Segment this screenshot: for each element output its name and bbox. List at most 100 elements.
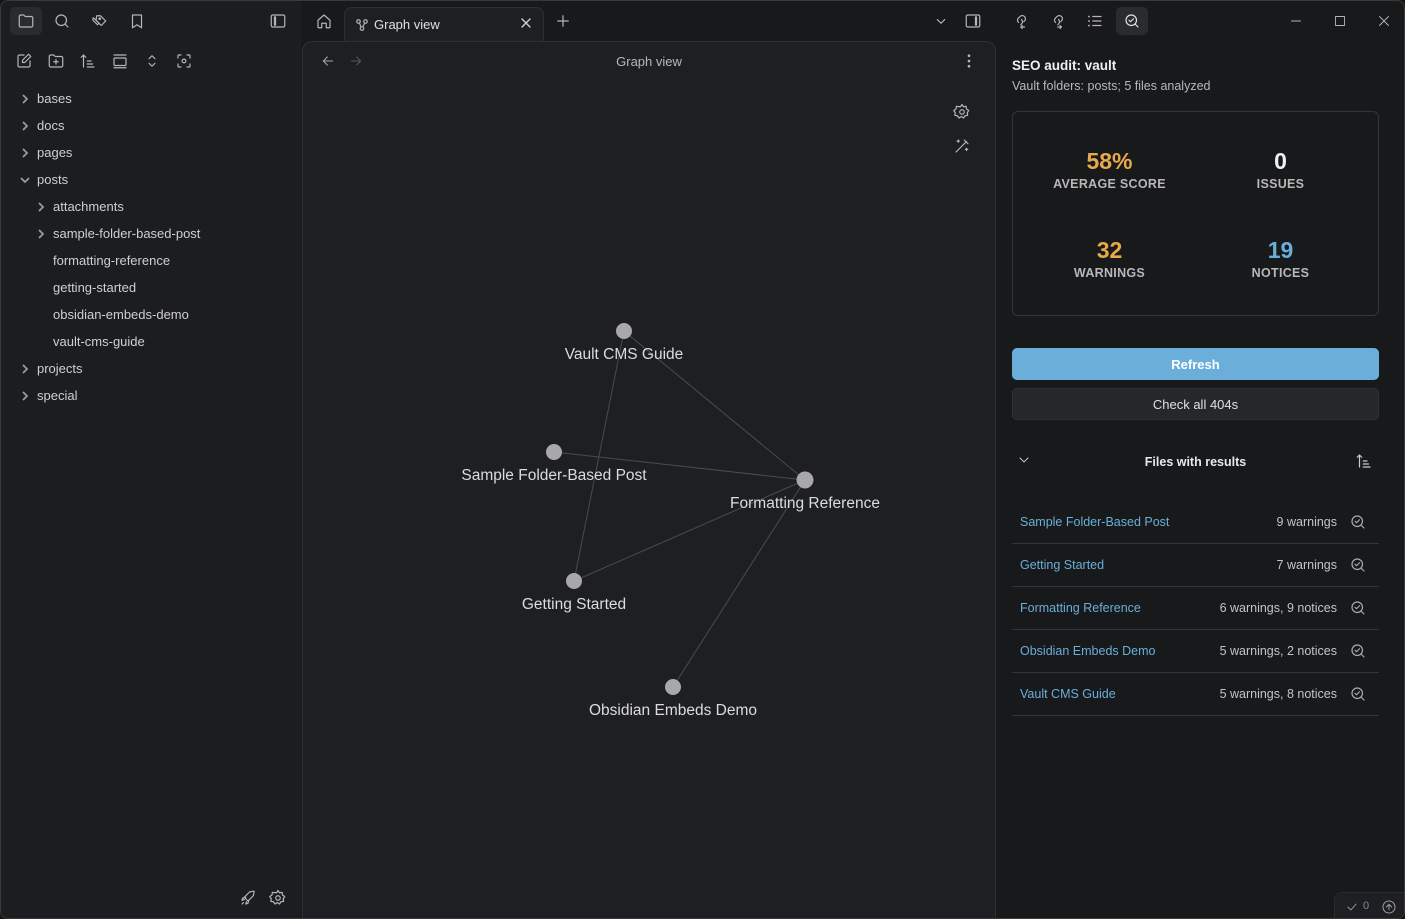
file-result-row: Formatting Reference 6 warnings, 9 notic… (1012, 587, 1379, 630)
chevron-right-icon (19, 147, 31, 159)
close-window-icon[interactable] (1368, 7, 1400, 35)
graph-node[interactable]: Sample Folder-Based Post (461, 444, 647, 484)
stat-value: 0 (1274, 148, 1287, 174)
view-title: Graph view (616, 54, 682, 69)
chevron-right-icon (19, 363, 31, 375)
tab-title: Graph view (374, 17, 440, 32)
stats-card: 58% AVERAGE SCORE 0 ISSUES 32 WARNINGS 1… (1012, 111, 1379, 316)
new-folder-icon[interactable] (40, 47, 72, 75)
inspect-file-icon[interactable] (1349, 556, 1367, 574)
upload-circle-icon[interactable] (1381, 899, 1397, 915)
folder-icon[interactable] (10, 7, 42, 35)
outline-icon[interactable] (1079, 7, 1111, 35)
file-link[interactable]: Obsidian Embeds Demo (1020, 644, 1156, 658)
tree-item-label: pages (37, 145, 73, 160)
tree-file-formatting-reference[interactable]: formatting-reference (1, 247, 301, 274)
chevron-down-icon[interactable] (1016, 452, 1032, 468)
file-link[interactable]: Sample Folder-Based Post (1020, 515, 1170, 529)
tree-folder-attachments[interactable]: attachments (1, 193, 301, 220)
backlinks-icon[interactable] (1004, 7, 1036, 35)
tree-folder-posts[interactable]: posts (1, 166, 301, 193)
tree-file-vault-cms-guide[interactable]: vault-cms-guide (1, 328, 301, 355)
sort-icon[interactable] (72, 47, 104, 75)
graph-node-label: Vault CMS Guide (565, 346, 684, 363)
file-summary: 5 warnings, 8 notices (1219, 687, 1337, 701)
maximize-icon[interactable] (1324, 7, 1356, 35)
close-tab-icon[interactable] (519, 16, 535, 32)
rocket-icon[interactable] (232, 884, 264, 912)
tree-folder-special[interactable]: special (1, 382, 301, 409)
files-header-title: Files with results (1144, 455, 1247, 469)
tree-folder-projects[interactable]: projects (1, 355, 301, 382)
collapse-all-icon[interactable] (104, 47, 136, 75)
outgoing-links-icon[interactable] (1041, 7, 1073, 35)
tree-item-label: docs (37, 118, 65, 133)
bookmark-icon[interactable] (121, 7, 153, 35)
graph-settings-gear-icon[interactable] (946, 98, 978, 126)
tags-icon[interactable] (83, 7, 115, 35)
file-result-row: Sample Folder-Based Post 9 warnings (1012, 501, 1379, 544)
new-note-icon[interactable] (8, 47, 40, 75)
check-all-404s-button[interactable]: Check all 404s (1012, 388, 1379, 420)
inspect-file-icon[interactable] (1349, 642, 1367, 660)
graph-edge (573, 479, 806, 582)
sidebar-left-toggle-icon[interactable] (262, 7, 294, 35)
tree-folder-docs[interactable]: docs (1, 112, 301, 139)
chevron-down-icon (19, 174, 31, 186)
files-with-results-header: Files with results (1012, 444, 1379, 480)
tree-item-label: sample-folder-based-post (53, 226, 201, 241)
graph-edge (573, 330, 625, 582)
expand-icon[interactable] (136, 47, 168, 75)
tree-folder-sample-folder-based-post[interactable]: sample-folder-based-post (1, 220, 301, 247)
tree-file-getting-started[interactable]: getting-started (1, 274, 301, 301)
tree-item-label: attachments (53, 199, 124, 214)
tree-item-label: obsidian-embeds-demo (53, 307, 189, 322)
file-summary: 7 warnings (1276, 558, 1337, 572)
tree-file-obsidian-embeds-demo[interactable]: obsidian-embeds-demo (1, 301, 301, 328)
stat-value: 58% (1086, 148, 1133, 174)
back-arrow-icon[interactable] (312, 47, 344, 75)
inspect-file-icon[interactable] (1349, 599, 1367, 617)
graph-edge (553, 451, 806, 481)
file-link[interactable]: Getting Started (1020, 558, 1105, 572)
left-sidebar-footer (1, 880, 301, 918)
inspect-file-icon[interactable] (1349, 513, 1367, 531)
forward-arrow-icon[interactable] (340, 47, 372, 75)
search-icon[interactable] (46, 7, 78, 35)
inspect-file-icon[interactable] (1349, 685, 1367, 703)
sort-icon[interactable] (1355, 452, 1373, 470)
home-icon[interactable] (308, 7, 340, 35)
stat-label: AVERAGE SCORE (1053, 177, 1166, 191)
tree-item-label: special (37, 388, 78, 403)
more-options-icon[interactable] (953, 47, 985, 75)
graph-node[interactable]: Vault CMS Guide (565, 323, 684, 363)
refresh-button[interactable]: Refresh (1012, 348, 1379, 380)
graph-edge (672, 479, 806, 688)
seo-audit-icon[interactable] (1116, 7, 1148, 35)
reveal-file-icon[interactable] (168, 47, 200, 75)
minimize-icon[interactable] (1280, 7, 1312, 35)
graph-node[interactable]: Obsidian Embeds Demo (589, 679, 757, 719)
graph-node[interactable]: Getting Started (522, 573, 626, 613)
gear-icon[interactable] (262, 884, 294, 912)
tree-item-label: bases (37, 91, 72, 106)
tree-item-label: posts (37, 172, 69, 187)
tab-list-chevron-down-icon[interactable] (925, 7, 957, 35)
stat-label: ISSUES (1256, 177, 1305, 191)
tree-item-label: vault-cms-guide (53, 334, 145, 349)
tree-folder-bases[interactable]: bases (1, 85, 301, 112)
graph-node[interactable]: Formatting Reference (730, 471, 880, 513)
tab-graph-view[interactable]: Graph view (344, 7, 544, 42)
file-summary: 5 warnings, 2 notices (1219, 644, 1337, 658)
file-link[interactable]: Formatting Reference (1020, 601, 1141, 615)
tree-folder-pages[interactable]: pages (1, 139, 301, 166)
status-count: 0 (1363, 900, 1370, 912)
file-link[interactable]: Vault CMS Guide (1020, 687, 1116, 701)
new-tab-icon[interactable] (547, 7, 579, 35)
file-summary: 9 warnings (1276, 515, 1337, 529)
graph-icon (355, 18, 369, 32)
animate-wand-icon[interactable] (946, 132, 978, 160)
sidebar-right-toggle-icon[interactable] (957, 7, 989, 35)
